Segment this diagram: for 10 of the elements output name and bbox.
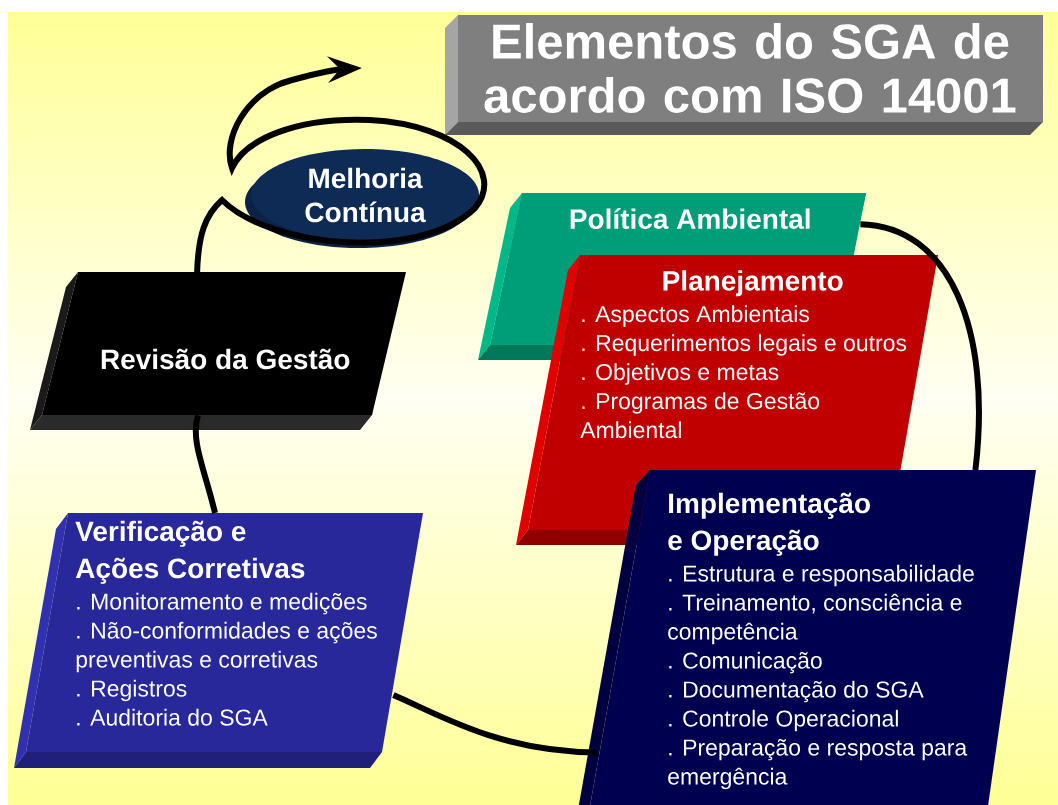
title-banner: Elementos do SGA de acordo com ISO 14001: [445, 15, 1043, 135]
node-text: Revisão da Gestão: [101, 348, 350, 370]
connector-curve: [860, 221, 982, 471]
process-box: Verificação e Ações Corretivas . Monitoramento e medições . Não-conformidades e ações preventivas e corretivas . Registros . Auditoria do SGA: [14, 513, 423, 768]
node-text: Verificação e Ações Corretivas . Monitoramento e medições . Não-conformidades e ações preventivas e corretivas . Registros . Auditoria do SGA: [75, 520, 377, 726]
process-box: Revisão da Gestão: [30, 272, 406, 430]
node-text: Política Ambiental: [570, 208, 810, 229]
connector-curve: [392, 692, 598, 756]
node-text: Implementação e Operação . Estrutura e responsabilidade . Treinamento, consciência e competência . Comunicação . Documentação do SGA . Controle Operacional . Preparação e resposta para emergência: [668, 492, 974, 790]
process-box: Implementação e Operação . Estrutura e responsabilidade . Treinamento, consciência e competência . Comunicação . Documentação do SGA . Controle Operacional . Preparação e resposta para emergência: [576, 470, 1036, 805]
